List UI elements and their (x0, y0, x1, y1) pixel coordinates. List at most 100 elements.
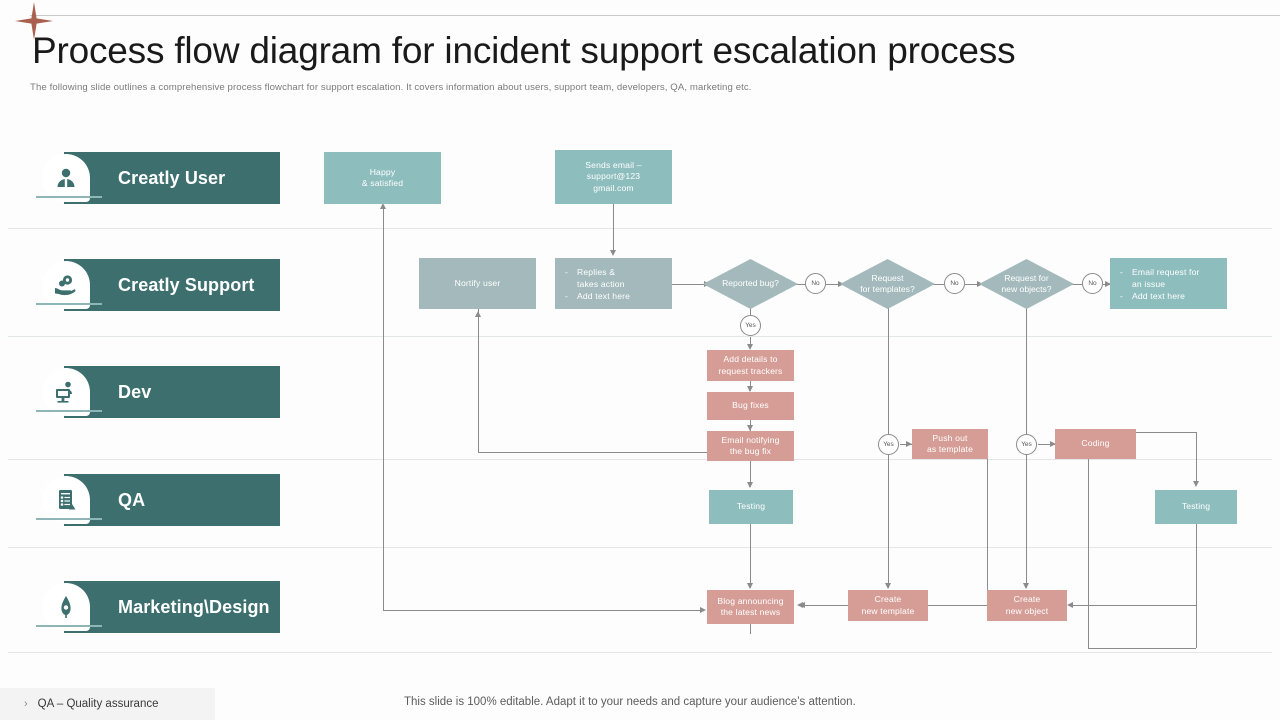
connector-templates-to-no (929, 284, 944, 285)
connector-objects-to-createobject (1026, 455, 1027, 588)
branch-no-1[interactable]: No (805, 273, 826, 294)
developer-monitor-icon (42, 368, 90, 416)
connector-bug-to-yes (750, 308, 751, 316)
node-blog-announcing[interactable]: Blog announcing the latest news (707, 590, 794, 624)
node-testing-right[interactable]: Testing (1155, 490, 1237, 524)
lane-header-creatly-support[interactable]: Creatly Support (18, 259, 298, 315)
lane-header-creatly-user[interactable]: Creatly User (18, 152, 298, 208)
node-happy-satisfied[interactable]: Happy & satisfied (324, 152, 441, 204)
arrow-down (1192, 481, 1199, 487)
connector-bottom-loop-h (1088, 648, 1196, 649)
node-email-notifying[interactable]: Email notifying the bug fix (707, 431, 794, 461)
lane-underline (36, 196, 102, 198)
branch-yes-2[interactable]: Yes (878, 434, 899, 455)
branch-no-3[interactable]: No (1082, 273, 1103, 294)
arrow-right (1050, 440, 1056, 447)
node-label: Push out as template (926, 432, 974, 455)
connector-objects-to-no (1068, 284, 1082, 285)
node-label: Bug fixes (732, 400, 769, 411)
node-coding[interactable]: Coding (1055, 429, 1136, 459)
connector-coding-to-testing-v (1196, 432, 1197, 485)
connector-replies-to-decision (671, 284, 706, 285)
connector-bottom-loop-v-left (1088, 458, 1089, 648)
node-email-request-issue[interactable]: - Email request for an issue - Add text … (1110, 258, 1227, 309)
node-nortify-user[interactable]: Nortify user (419, 258, 536, 309)
connector-blog-to-happy-h (383, 610, 702, 611)
lane-label: Marketing\Design (118, 596, 270, 617)
node-label: Sends email – support@123 gmail.com (585, 159, 642, 193)
decision-label: Request for new objects? (1001, 272, 1052, 295)
arrow-up (474, 311, 481, 317)
decision-request-new-objects[interactable]: Request for new objects? (979, 259, 1074, 309)
lane-bar (64, 581, 280, 633)
lane-label: Creatly User (118, 167, 226, 188)
checklist-clipboard-icon (42, 476, 90, 524)
connector-testingright-down (1196, 524, 1197, 606)
lane-header-marketing-design[interactable]: Marketing\Design (18, 581, 298, 637)
node-create-new-template[interactable]: Create new template (848, 590, 928, 621)
arrow-left (799, 601, 805, 608)
arrow-right (700, 606, 706, 613)
connector-emailnotify-to-nortify-h (478, 452, 707, 453)
connector-createtemplate-to-blog (802, 605, 848, 606)
node-label: Add details to request trackers (718, 354, 783, 376)
node-add-details[interactable]: Add details to request trackers (707, 350, 794, 381)
node-bullet-2: Add text here (1132, 290, 1186, 301)
node-label: Coding (1081, 438, 1110, 449)
node-create-new-object[interactable]: Create new object (987, 590, 1067, 621)
node-testing-left[interactable]: Testing (709, 490, 793, 524)
node-label: Email notifying the bug fix (721, 434, 780, 457)
node-label: Nortify user (454, 277, 501, 288)
connector-no-to-objects (965, 284, 979, 285)
arrow-down (746, 425, 753, 431)
connector-templates-yes-v (888, 308, 889, 434)
connector-testing-to-blog (750, 524, 751, 588)
branch-yes-3[interactable]: Yes (1016, 434, 1037, 455)
node-replies-takes-action[interactable]: - Replies & takes action - Add text here (555, 258, 672, 309)
lane-underline (36, 303, 102, 305)
lane-header-dev[interactable]: Dev (18, 366, 298, 422)
bullet-dot: - (565, 266, 569, 277)
node-bullet-1: Email request for an issue (1132, 266, 1200, 289)
lane-header-qa[interactable]: QA (18, 474, 298, 530)
footer-note: › QA – Quality assurance (0, 688, 215, 720)
lane-bar (64, 366, 280, 418)
connector-email-to-replies (613, 204, 614, 251)
connector-yes-to-adddetails (750, 337, 751, 348)
arrow-down (746, 344, 753, 350)
lane-divider-5 (8, 652, 1272, 653)
decision-label: Reported bug? (722, 278, 779, 289)
connector-nortify-stub (478, 309, 479, 313)
lane-divider-1 (8, 228, 1272, 229)
connector-blog-to-happy-v (383, 208, 384, 610)
node-bug-fixes[interactable]: Bug fixes (707, 392, 794, 420)
footer-note-text: QA – Quality assurance (37, 698, 159, 710)
node-label: Happy & satisfied (361, 166, 404, 189)
decision-request-templates[interactable]: Request for templates? (840, 259, 935, 309)
arrow-right (906, 440, 912, 447)
bullet-dot: - (1120, 266, 1124, 277)
connector-yes-to-coding (1038, 444, 1056, 445)
node-sends-email[interactable]: Sends email – support@123 gmail.com (555, 150, 672, 204)
bullet-dot: - (1120, 290, 1124, 301)
node-label: Testing (1181, 501, 1211, 512)
lane-divider-2 (8, 336, 1272, 337)
node-label: Blog announcing the latest news (717, 595, 784, 618)
arrow-down (1022, 583, 1029, 589)
connector-templates-to-createtemplate (888, 455, 889, 588)
branch-no-2[interactable]: No (944, 273, 965, 294)
arrow-right (1105, 280, 1111, 287)
node-bullet-1: Replies & takes action (577, 266, 625, 289)
lane-bar (64, 152, 280, 204)
branch-yes-1[interactable]: Yes (740, 315, 761, 336)
decision-label: Request for templates? (860, 272, 915, 295)
connector-no-to-templates (826, 284, 840, 285)
arrow-down (746, 482, 753, 488)
node-push-out-template[interactable]: Push out as template (912, 429, 988, 459)
decision-reported-bug[interactable]: Reported bug? (703, 259, 798, 309)
lane-label: Creatly Support (118, 274, 255, 295)
chevron-right-icon: › (24, 698, 28, 710)
connector-bottom-loop-v-right (1196, 606, 1197, 648)
lane-bar (64, 259, 280, 311)
connector-coding-to-testing-h (1136, 432, 1197, 433)
